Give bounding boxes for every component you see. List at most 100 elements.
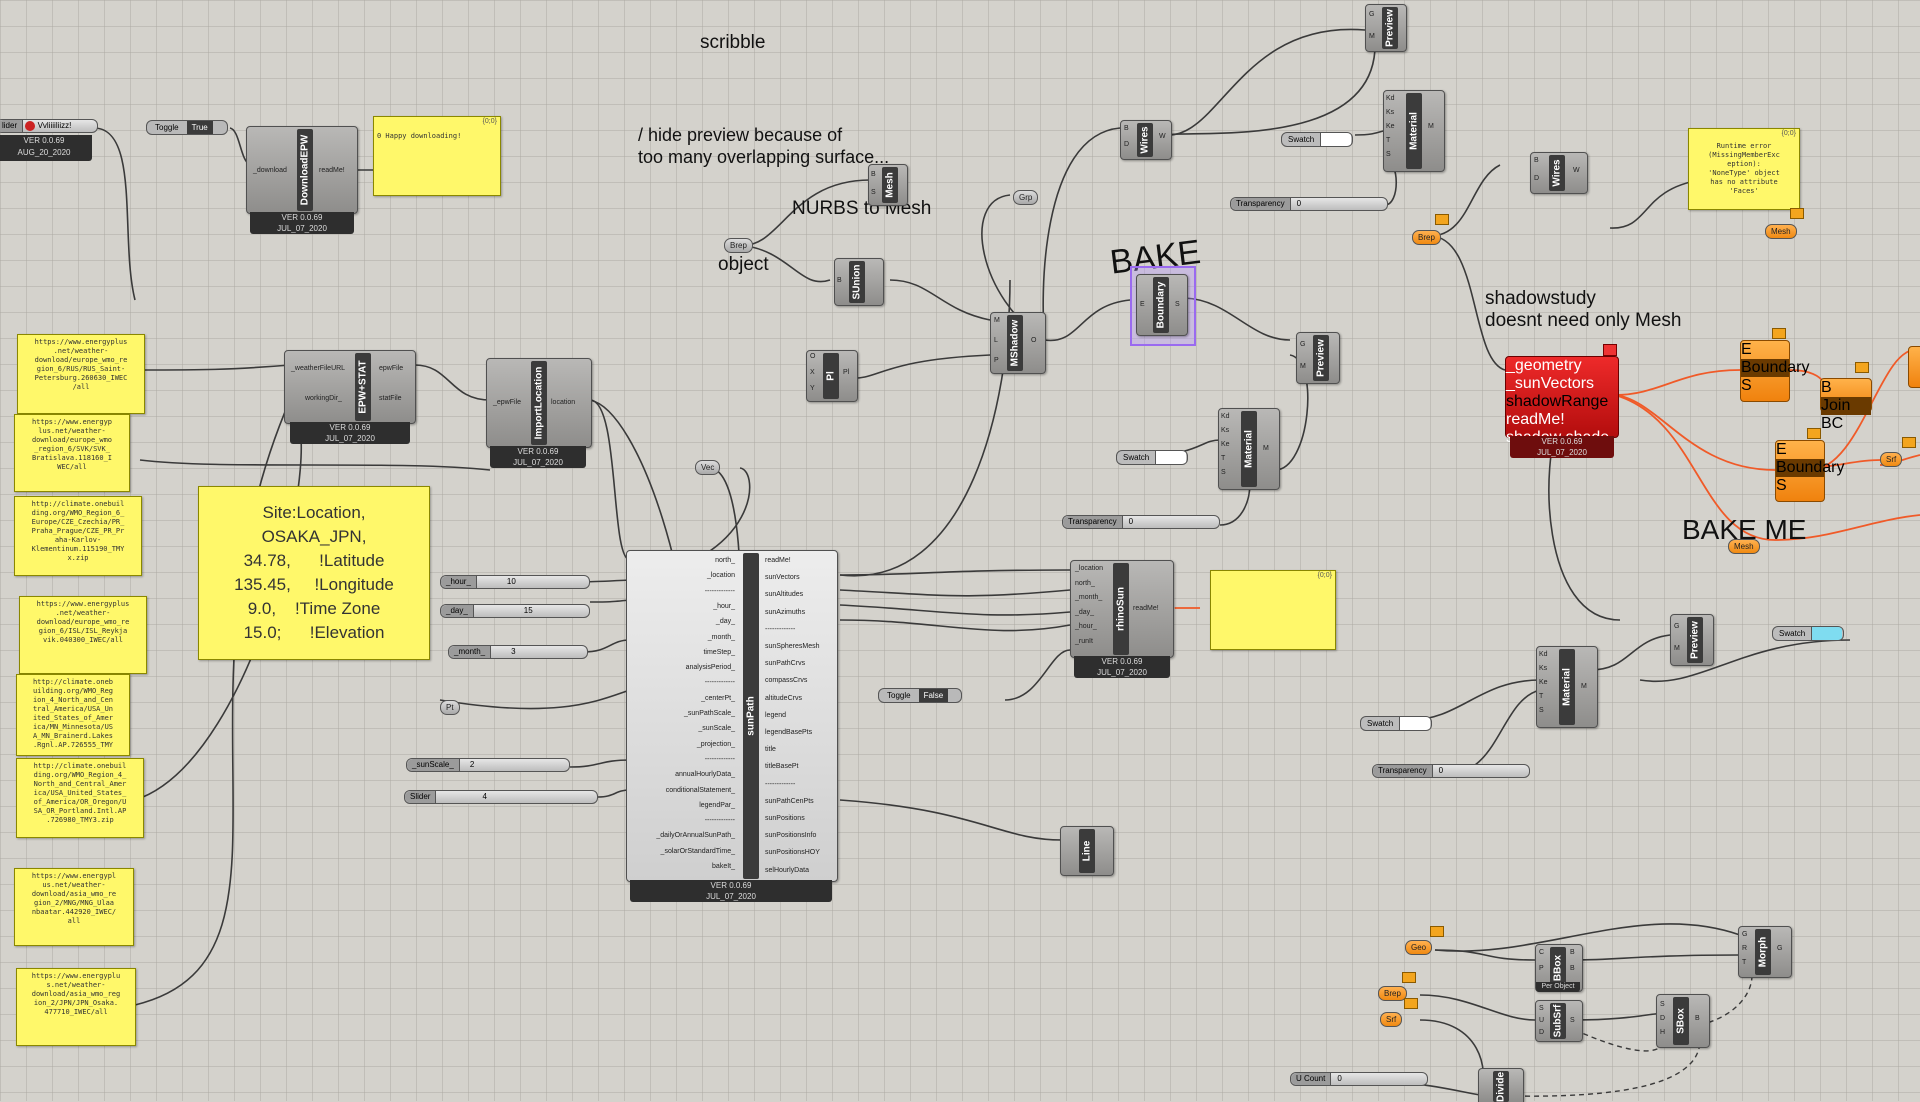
brep-param[interactable]: Brep	[1412, 230, 1441, 245]
import-location-component[interactable]: _epwFile ImportLocation location	[486, 358, 592, 448]
sunpath-input-port[interactable]: _solarOrStandardTime_	[660, 847, 735, 855]
sunpath-input-port[interactable]: -------------	[704, 679, 735, 687]
sunpath-input-port[interactable]: _dailyOrAnnualSunPath_	[656, 832, 735, 840]
pt-param[interactable]: Pt	[440, 700, 460, 715]
sunpath-output-port[interactable]: titleBasePt	[765, 763, 799, 771]
sunpath-input-port[interactable]: legendPar_	[699, 801, 735, 809]
sunpath-input-port[interactable]: bakeIt_	[712, 863, 735, 870]
sunpath-input-port[interactable]: analysisPeriod_	[685, 664, 735, 672]
url-panel[interactable]: https://www.energyplu s.net/weather- dow…	[16, 968, 136, 1046]
url-panel[interactable]: https://www.energypl us.net/weather- dow…	[14, 868, 134, 946]
sunpath-input-port[interactable]: _centerPt_	[701, 694, 735, 702]
sunpath-output-port[interactable]: readMe!	[765, 557, 791, 564]
divide-component[interactable]: Divide	[1478, 1068, 1524, 1102]
url-panel[interactable]: http://climate.onebuil ding.org/WMO_Regi…	[16, 758, 144, 838]
url-panel[interactable]: https://www.energyplus .net/weather- dow…	[17, 334, 145, 414]
sun-scale-slider[interactable]: _sunScale_2	[406, 758, 570, 772]
vec-param[interactable]: Vec	[695, 460, 721, 475]
rhinosun-input-port[interactable]: _day_	[1075, 608, 1095, 616]
sunpath-component[interactable]: sunPath north__location-------------_hou…	[626, 550, 838, 882]
brep-param[interactable]: Brep	[1378, 986, 1407, 1001]
sunpath-input-port[interactable]: _day_	[715, 618, 735, 626]
sunpath-output-port[interactable]: -------------	[765, 625, 796, 633]
swatch-input[interactable]: Swatch	[1116, 450, 1188, 465]
url-panel[interactable]: https://www.energyplus .net/weather- dow…	[19, 596, 147, 674]
sunpath-input-port[interactable]: timeStep_	[703, 648, 735, 656]
sunpath-output-port[interactable]: legendBasePts	[765, 729, 813, 736]
sunpath-input-port[interactable]: north_	[715, 557, 735, 564]
sunpath-input-port[interactable]: conditionalStatement_	[665, 786, 735, 794]
sunpath-input-port[interactable]: _month_	[707, 633, 735, 641]
sunpath-output-port[interactable]: sunAltitudes	[765, 591, 804, 599]
epw-stat-component[interactable]: _weatherFileURL workingDir_ EPW+STAT epw…	[284, 350, 416, 424]
url-panel[interactable]: http://climate.onebuil ding.org/WMO_Regi…	[14, 496, 142, 576]
swatch-input[interactable]: Swatch	[1360, 716, 1432, 731]
sunpath-output-port[interactable]: sunPositionsInfo	[765, 832, 817, 840]
grp-param[interactable]: Grp	[1013, 190, 1039, 205]
srf-param[interactable]: Srf	[1380, 1012, 1403, 1027]
sunpath-output-port[interactable]: sunPositions	[765, 815, 805, 822]
sunpath-input-port[interactable]: _sunScale_	[698, 725, 735, 733]
top-left-slider[interactable]: lider Vvliiiiliizz!	[0, 119, 98, 133]
rhinosun-input-port[interactable]: _location	[1075, 565, 1104, 572]
sunpath-output-port[interactable]: compassCrvs	[765, 677, 808, 685]
rhinosun-input-port[interactable]: _month_	[1075, 594, 1103, 601]
month-slider[interactable]: _month_3	[448, 645, 588, 659]
sunpath-output-port[interactable]: title	[765, 746, 776, 754]
sunpath-output-port[interactable]: sunAzimuths	[765, 608, 806, 616]
mesh-param[interactable]: Mesh	[1765, 224, 1797, 239]
swatch-input[interactable]: Swatch	[1281, 132, 1353, 147]
sunpath-input-port[interactable]: _sunPathScale_	[684, 710, 735, 717]
shadowrange-component[interactable]: _geometry _sunVectors shadowRange readMe…	[1505, 356, 1619, 446]
sunpath-input-port[interactable]: -------------	[704, 587, 735, 595]
url-panel[interactable]: http://climate.oneb uilding.org/WMO_Reg …	[16, 674, 130, 756]
sunpath-output-port[interactable]: -------------	[765, 780, 796, 788]
download-panel[interactable]: {0;0} 0 Happy downloading!	[373, 116, 501, 196]
sunpath-output-port[interactable]: sunVectors	[765, 574, 800, 582]
site-location-panel[interactable]: Site:Location, OSAKA_JPN, 34.78, !Latitu…	[198, 486, 430, 660]
rhinosun-panel[interactable]: {0;0}	[1210, 570, 1336, 650]
partial-component[interactable]	[1908, 346, 1920, 388]
rhinosun-input-port[interactable]: north_	[1075, 579, 1095, 587]
sunpath-output-port[interactable]: selHourlyData	[765, 866, 809, 874]
error-panel[interactable]: {0;0} Runtime error (MissingMemberExc ep…	[1688, 128, 1800, 210]
line-component[interactable]: Line	[1060, 826, 1114, 876]
day-slider[interactable]: _day_15	[440, 604, 590, 618]
sunpath-output-port[interactable]: legend	[765, 711, 787, 719]
sunpath-output-port[interactable]: altitudeCrvs	[765, 694, 802, 702]
sunpath-output-port[interactable]: sunPathCenPts	[765, 797, 814, 805]
sunpath-input-port[interactable]: -------------	[704, 755, 735, 763]
sunpath-input-port[interactable]: _location	[706, 572, 735, 580]
rhinosun-input-port[interactable]: _hour_	[1075, 623, 1097, 630]
hour-slider[interactable]: _hour_10	[440, 575, 590, 589]
srf-param[interactable]: Srf	[1880, 452, 1903, 467]
geo-param[interactable]: Geo	[1405, 940, 1433, 955]
swatch-input[interactable]: Swatch	[1772, 626, 1844, 641]
sunpath-input-port[interactable]: _hour_	[713, 602, 735, 610]
